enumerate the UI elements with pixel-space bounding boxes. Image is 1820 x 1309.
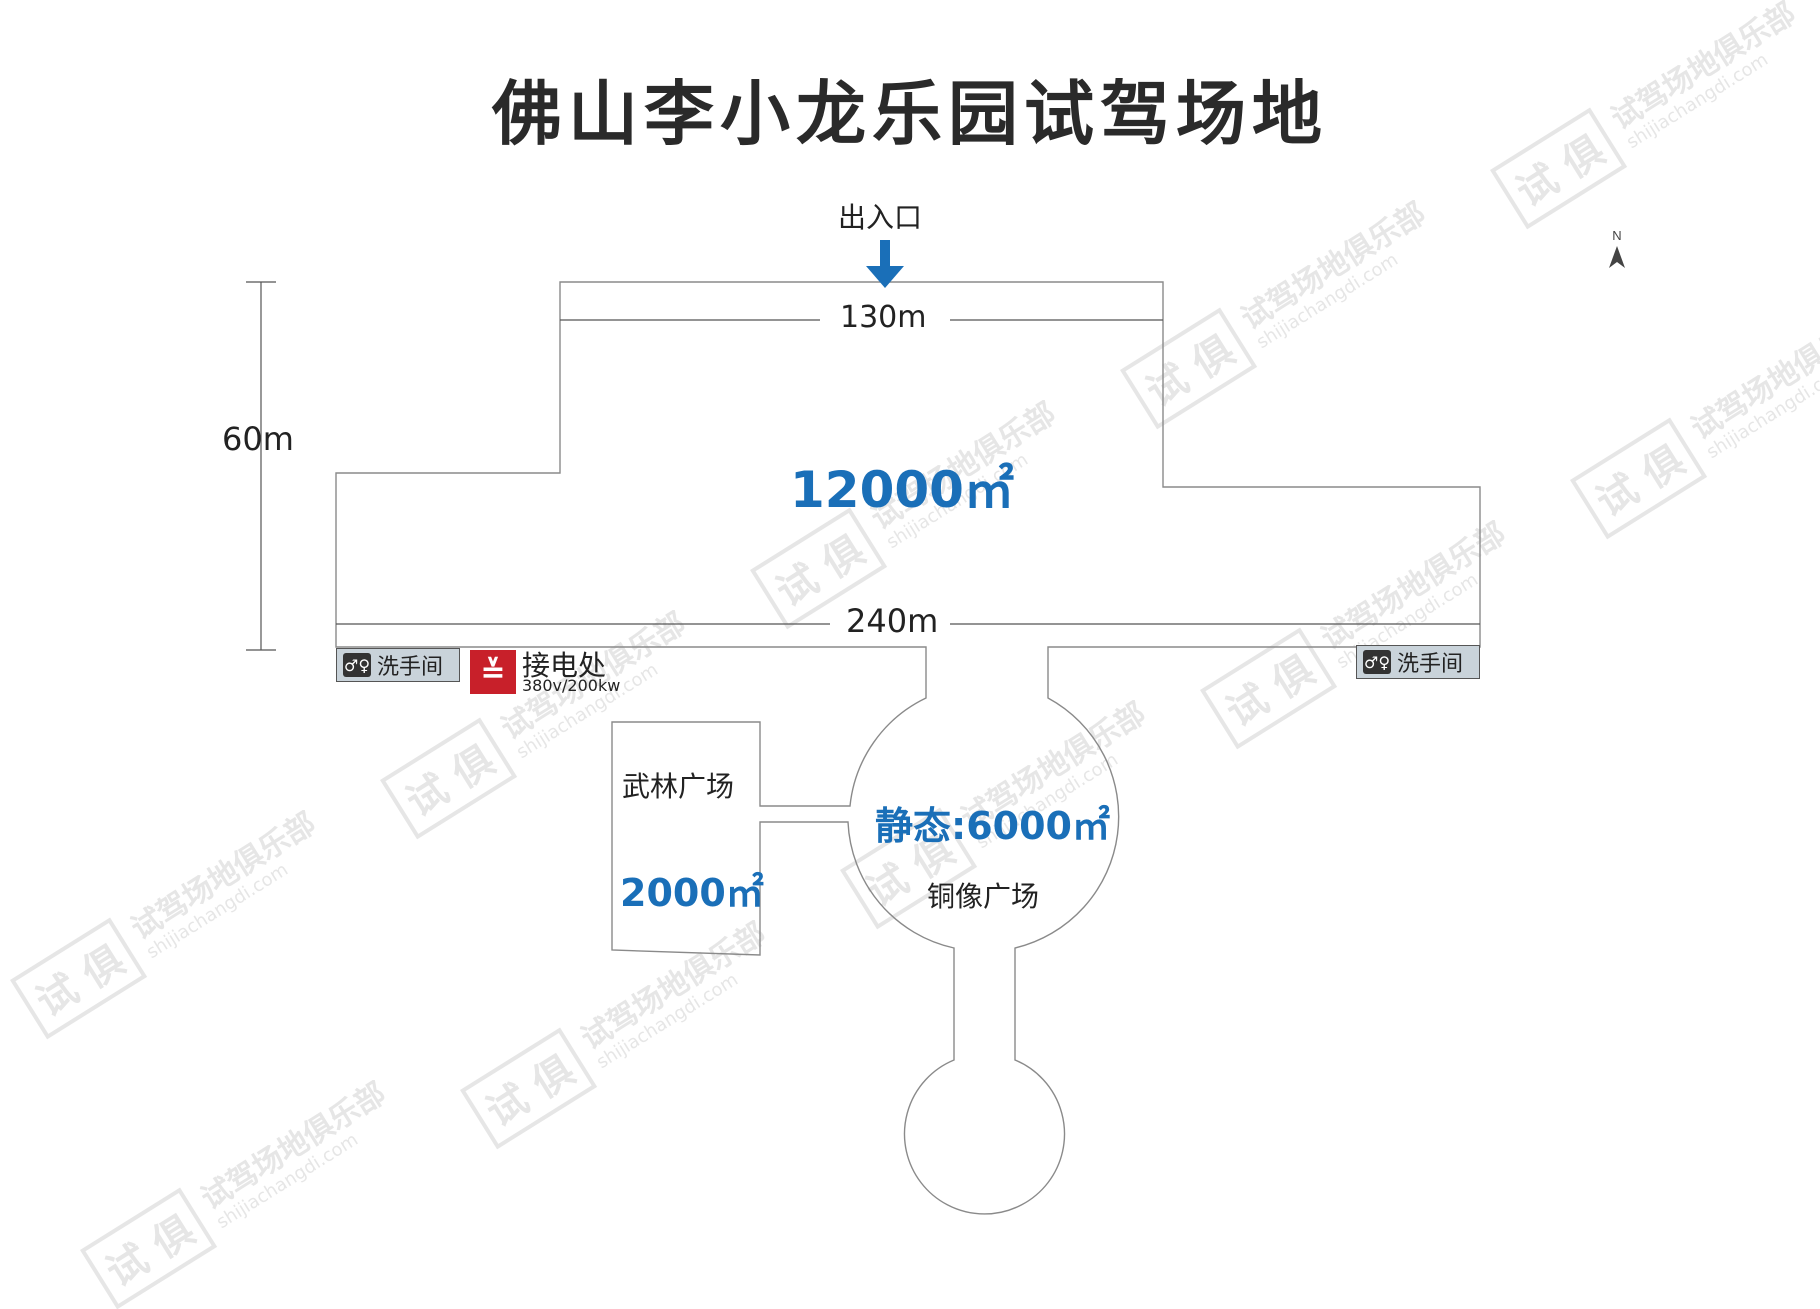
restroom-icon: ♂♀ — [1363, 650, 1391, 674]
martial-plaza-label: 武林广场 — [622, 770, 735, 803]
entrance-arrow-icon — [866, 240, 904, 288]
martial-area-value: 2000㎡ — [620, 871, 764, 915]
power-spec: 380v/200kw — [522, 676, 621, 695]
power-label: 接电处 — [522, 649, 607, 682]
restroom-right-label: 洗手间 — [1397, 652, 1464, 677]
power-icon: ≚ — [470, 650, 516, 694]
restroom-right: ♂♀ 洗手间 — [1356, 645, 1480, 679]
entrance-label: 出入口 — [838, 201, 923, 234]
height-dimension — [246, 281, 276, 651]
restroom-left-label: 洗手间 — [377, 655, 444, 680]
height-label: 60m — [222, 420, 294, 458]
restroom-left: ♂♀ 洗手间 — [336, 648, 460, 682]
bronze-plaza-label: 铜像广场 — [927, 880, 1040, 913]
compass-label: N — [1612, 228, 1621, 243]
compass-icon: N — [1609, 228, 1625, 268]
main-area-outline — [335, 281, 1481, 1215]
restroom-icon: ♂♀ — [343, 653, 371, 677]
bottom-width-label: 240m — [846, 602, 939, 640]
page-title: 佛山李小龙乐园试驾场地 — [492, 73, 1328, 155]
top-width-label: 130m — [840, 300, 927, 335]
static-area-label: 静态:6000㎡ — [875, 804, 1110, 848]
main-area-value: 12000㎡ — [790, 461, 1014, 519]
